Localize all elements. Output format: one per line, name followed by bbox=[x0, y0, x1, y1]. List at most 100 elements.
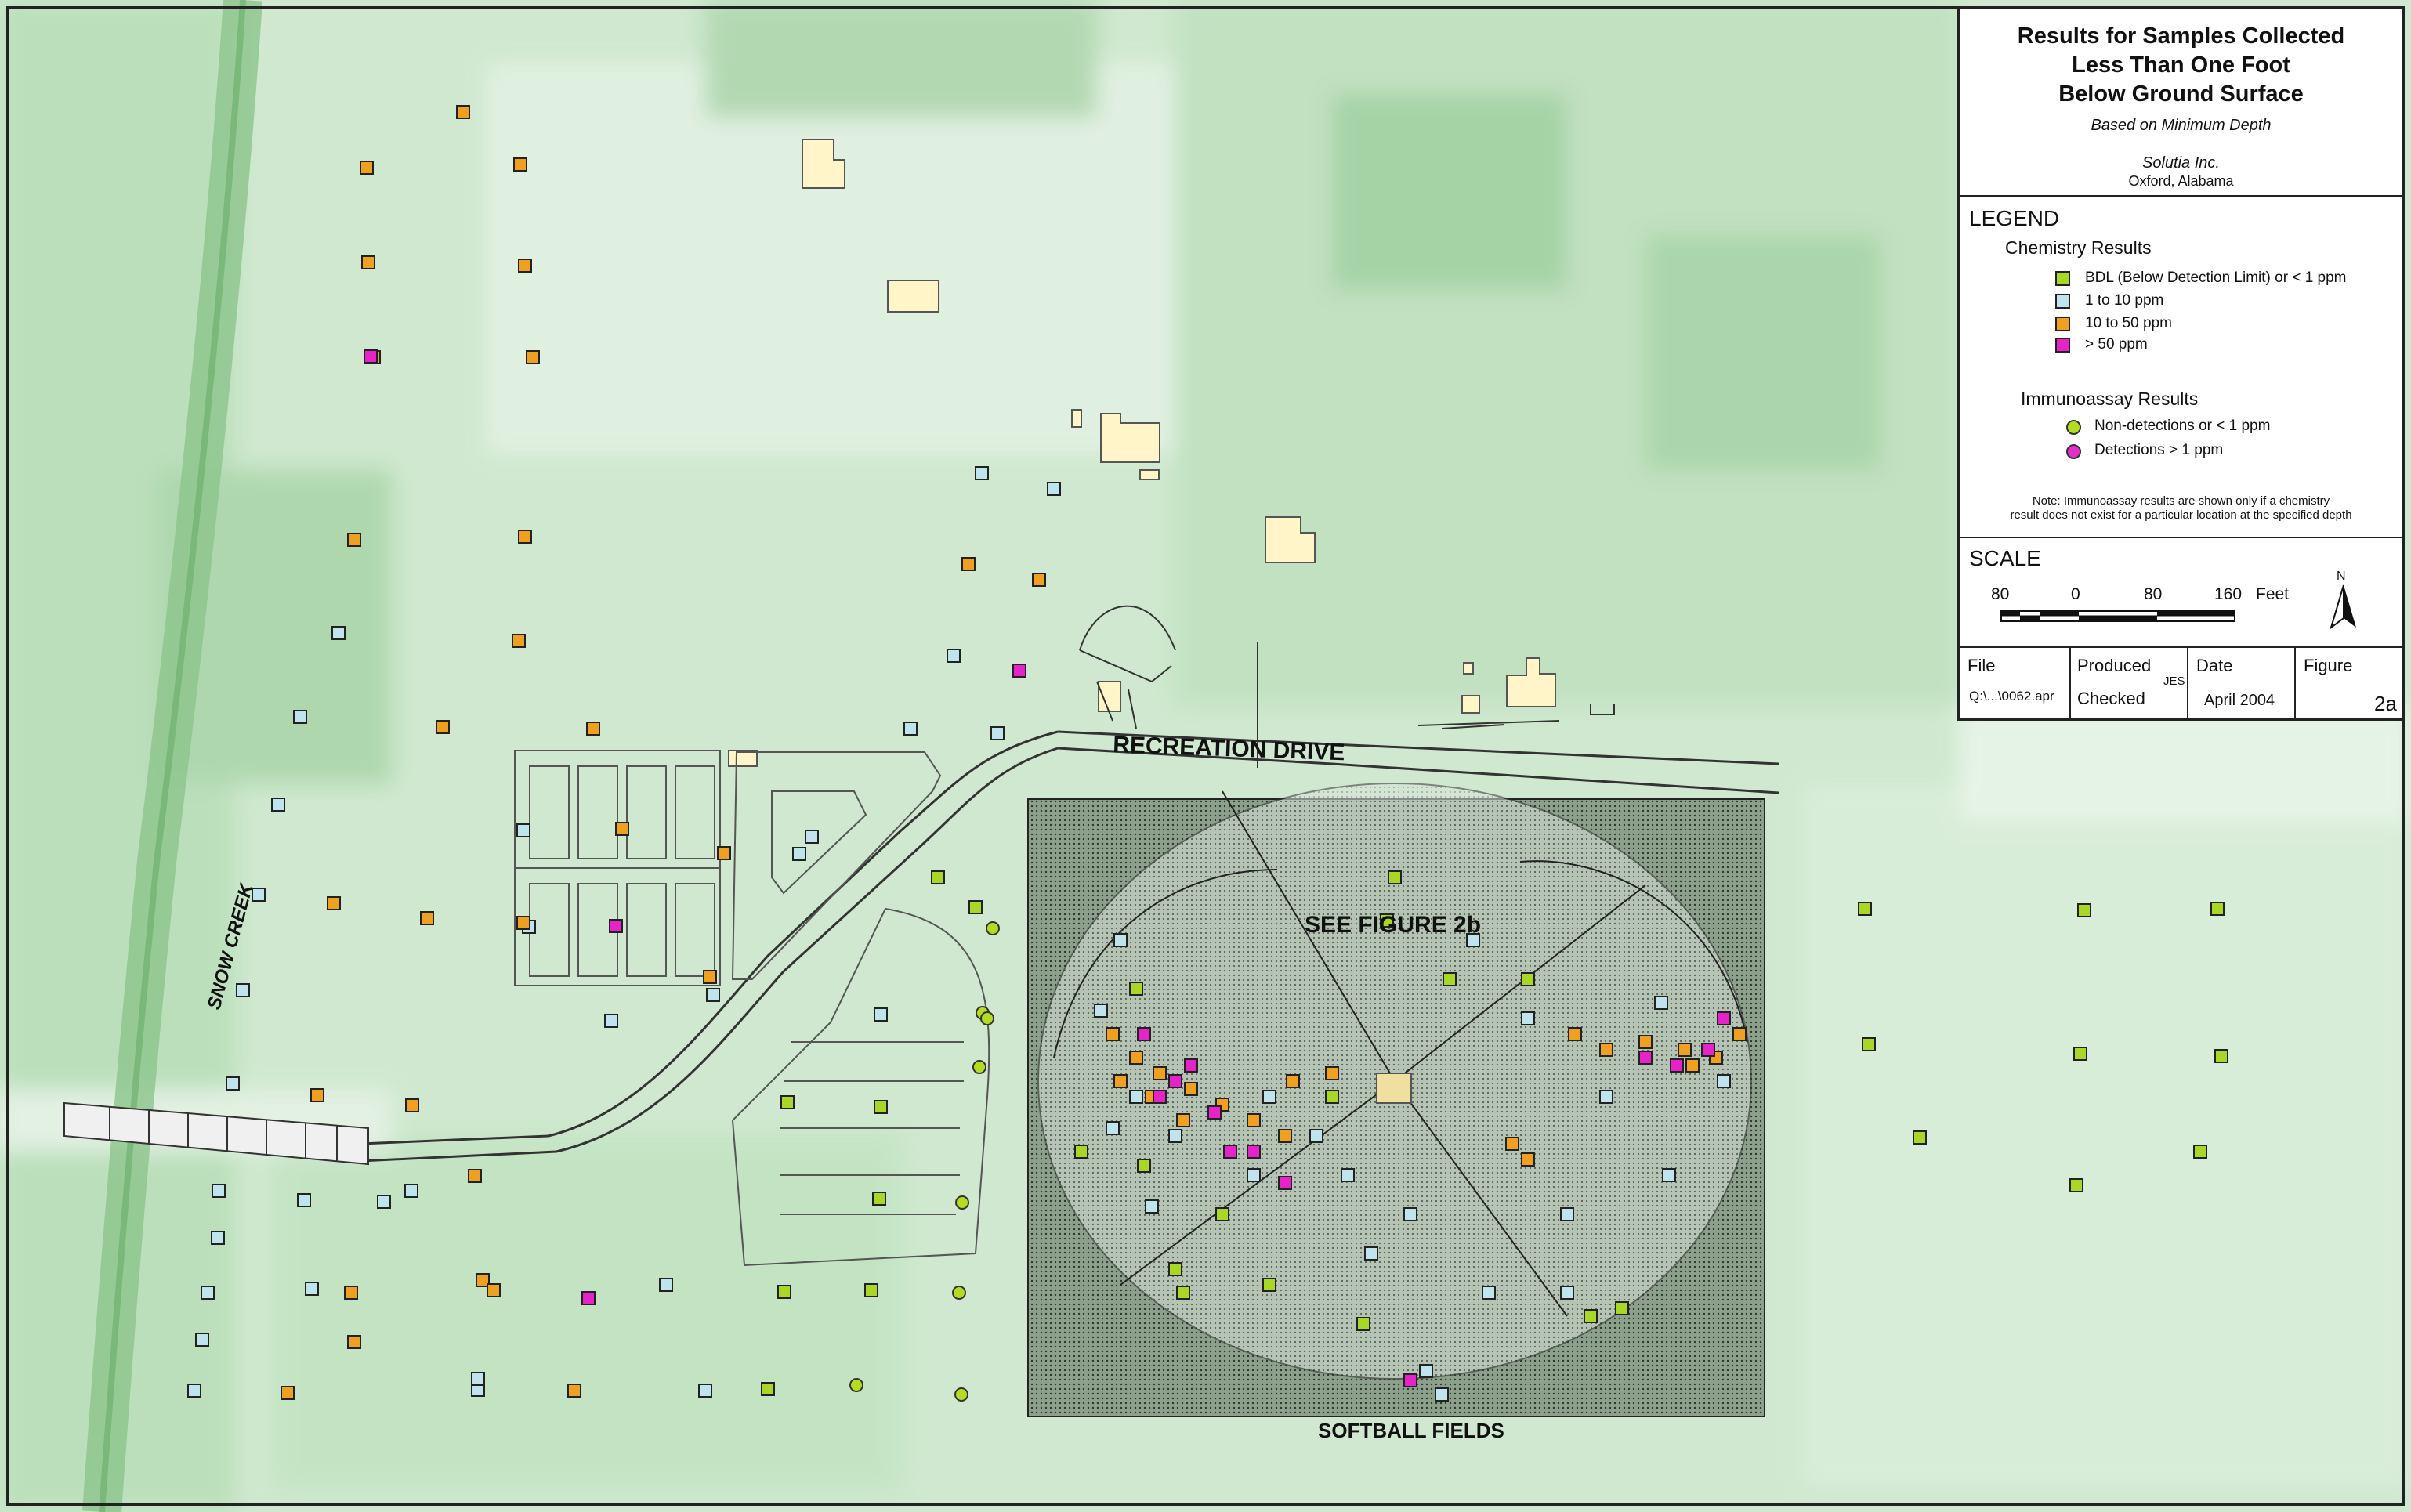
scale-block: SCALE 80 0 80 160 Feet N bbox=[1960, 538, 2402, 648]
scale-tick-1: 80 bbox=[1991, 585, 2010, 603]
sample-bdl bbox=[1129, 982, 1143, 996]
sample-high bbox=[1207, 1105, 1222, 1120]
sample-mid bbox=[1325, 1066, 1339, 1080]
sample-low bbox=[331, 626, 346, 640]
sample-low bbox=[1364, 1246, 1378, 1261]
sample-high bbox=[1184, 1058, 1198, 1073]
sample-bdl bbox=[1176, 1286, 1190, 1300]
sample-ia-non bbox=[972, 1060, 986, 1074]
parking-lots bbox=[731, 751, 990, 1267]
sample-mid bbox=[468, 1169, 482, 1183]
sample-mid bbox=[961, 557, 976, 571]
sample-low bbox=[1047, 482, 1061, 496]
immunoassay-heading: Immunoassay Results bbox=[2021, 389, 2199, 409]
sample-bdl bbox=[931, 870, 945, 884]
sample-bdl bbox=[2193, 1145, 2207, 1159]
sample-mid bbox=[526, 350, 540, 364]
legend-swatch-low bbox=[2055, 294, 2070, 309]
date-cell: Date April 2004 bbox=[2188, 648, 2296, 718]
file-label: File bbox=[1968, 656, 1996, 675]
sample-mid bbox=[717, 846, 731, 860]
sample-high bbox=[1012, 664, 1026, 678]
legend-note-line1: Note: Immunoassay results are shown only… bbox=[2032, 494, 2330, 508]
sample-mid bbox=[347, 1335, 361, 1349]
sample-low bbox=[1247, 1168, 1261, 1182]
scale-bar bbox=[2000, 610, 2235, 622]
legend-heading: LEGEND bbox=[1969, 206, 2060, 230]
sample-mid bbox=[1247, 1113, 1261, 1127]
sample-bdl bbox=[1615, 1301, 1629, 1315]
immunoassay-samples bbox=[849, 921, 1000, 1402]
sample-low bbox=[211, 1231, 225, 1245]
map-title-line3: Below Ground Surface bbox=[2058, 81, 2304, 107]
sample-low bbox=[195, 1333, 209, 1347]
sample-mid bbox=[1505, 1137, 1519, 1151]
sample-high bbox=[1137, 1027, 1151, 1041]
sample-low bbox=[297, 1193, 311, 1207]
recreation-drive bbox=[360, 730, 1779, 1163]
map-frame bbox=[6, 6, 2405, 1506]
sample-low bbox=[1262, 1090, 1276, 1104]
sample-bdl bbox=[1521, 972, 1535, 986]
sample-bdl bbox=[2210, 902, 2225, 916]
sample-mid bbox=[310, 1088, 324, 1102]
sample-high bbox=[1670, 1058, 1684, 1073]
sample-mid bbox=[476, 1273, 490, 1287]
sample-low bbox=[226, 1076, 240, 1091]
north-arrow-icon bbox=[2330, 584, 2356, 630]
legend-swatch-mid bbox=[2055, 317, 2070, 331]
sample-low bbox=[1106, 1121, 1120, 1135]
sample-bdl bbox=[761, 1382, 775, 1396]
sample-bdl bbox=[1262, 1278, 1276, 1292]
sample-mid bbox=[586, 722, 600, 736]
sample-low bbox=[990, 726, 1005, 740]
sample-bdl bbox=[1858, 902, 1872, 916]
sample-bdl bbox=[1168, 1262, 1182, 1276]
sample-mid bbox=[1599, 1043, 1613, 1057]
sample-mid bbox=[420, 911, 434, 925]
sample-mid bbox=[518, 530, 532, 544]
sample-mid bbox=[1278, 1129, 1292, 1143]
sample-high bbox=[1223, 1145, 1237, 1159]
sample-high bbox=[1247, 1145, 1261, 1159]
sample-low bbox=[187, 1384, 201, 1398]
sample-low bbox=[1168, 1129, 1182, 1143]
legend-label-ia-non: Non-detections or < 1 ppm bbox=[2094, 418, 2271, 434]
sample-low bbox=[1435, 1387, 1449, 1402]
sample-low bbox=[201, 1286, 215, 1300]
legend-swatch-bdl bbox=[2055, 271, 2070, 286]
sample-low bbox=[1521, 1011, 1535, 1025]
sample-bdl bbox=[1137, 1159, 1151, 1173]
date-value: April 2004 bbox=[2204, 692, 2275, 709]
sample-mid bbox=[1678, 1043, 1692, 1057]
sample-mid bbox=[361, 255, 375, 269]
sample-low bbox=[1094, 1004, 1108, 1018]
sample-low bbox=[271, 798, 285, 812]
sample-low bbox=[805, 830, 819, 844]
entrance-structures bbox=[1079, 605, 1615, 768]
sample-low bbox=[1113, 933, 1128, 947]
sample-low bbox=[659, 1278, 673, 1292]
buildings bbox=[728, 139, 1556, 767]
sample-mid bbox=[512, 634, 526, 648]
sample-high bbox=[1638, 1051, 1653, 1065]
sample-low bbox=[1129, 1090, 1143, 1104]
sample-low bbox=[471, 1372, 485, 1386]
sample-mid bbox=[567, 1384, 581, 1398]
sample-low bbox=[1403, 1207, 1417, 1221]
title-block: Results for Samples Collected Less Than … bbox=[1960, 9, 2402, 197]
figure-value: 2a bbox=[2374, 692, 2397, 715]
sample-bdl bbox=[1443, 972, 1457, 986]
sample-mid bbox=[703, 970, 717, 984]
legend-label-ia-det: Detections > 1 ppm bbox=[2094, 442, 2224, 458]
sample-mid bbox=[1113, 1074, 1128, 1088]
sample-bdl bbox=[777, 1285, 791, 1299]
legend-label-bdl: BDL (Below Detection Limit) or < 1 ppm bbox=[2085, 269, 2347, 286]
checked-label: Checked bbox=[2077, 689, 2145, 708]
sample-mid bbox=[1568, 1027, 1582, 1041]
sample-mid bbox=[1184, 1082, 1198, 1096]
chemistry-heading: Chemistry Results bbox=[2005, 237, 2152, 258]
scale-unit: Feet bbox=[2256, 585, 2290, 603]
sample-low bbox=[1309, 1129, 1323, 1143]
